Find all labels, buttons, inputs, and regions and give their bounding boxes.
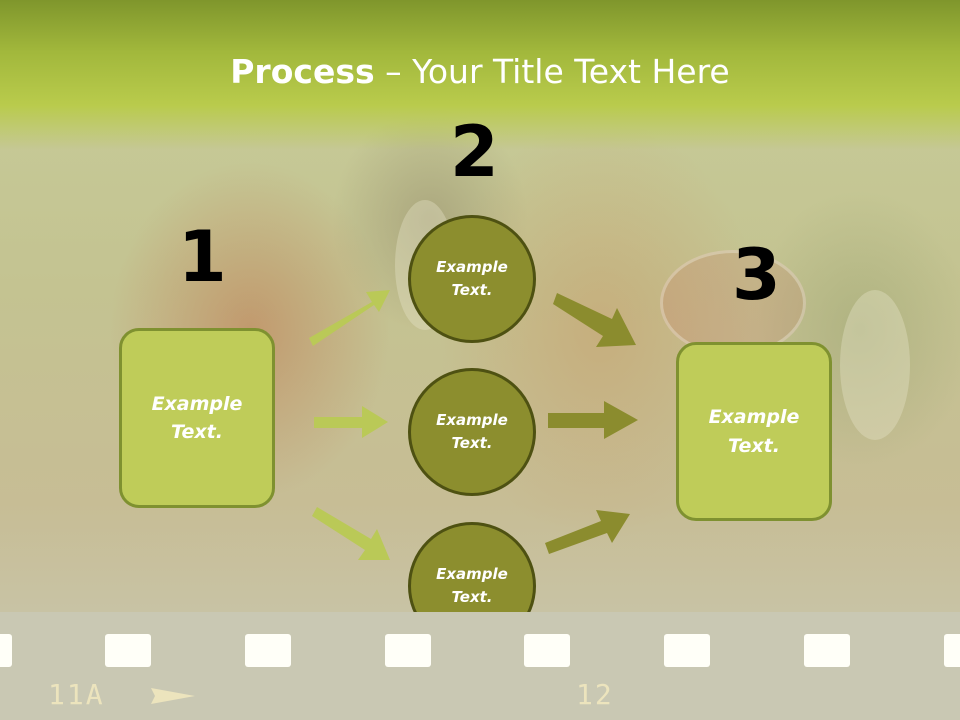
film-hole xyxy=(385,634,431,667)
circle-top-text: Example Text. xyxy=(436,257,508,299)
step-1-box[interactable]: Example Text. xyxy=(119,328,275,508)
arrow-right-up xyxy=(545,510,630,554)
title-bold: Process xyxy=(230,52,375,91)
arrow-left-middle xyxy=(314,406,388,438)
film-label-left: 11A xyxy=(48,678,105,711)
arrow-left-down xyxy=(312,507,390,560)
arrow-left-up xyxy=(309,290,390,346)
arrow-right-middle xyxy=(548,401,638,439)
title-band xyxy=(0,0,960,150)
film-hole xyxy=(245,634,291,667)
film-hole xyxy=(0,634,12,667)
step-number-2: 2 xyxy=(450,111,499,193)
slide-title[interactable]: Process – Your Title Text Here xyxy=(0,52,960,91)
film-hole xyxy=(105,634,151,667)
film-label-right: 12 xyxy=(576,678,614,711)
circle-middle[interactable]: Example Text. xyxy=(408,368,536,496)
film-hole xyxy=(664,634,710,667)
step-number-3: 3 xyxy=(732,234,781,316)
step-1-text: Example Text. xyxy=(151,392,243,444)
step-number-1: 1 xyxy=(178,216,227,298)
film-hole xyxy=(944,634,960,667)
step-3-box[interactable]: Example Text. xyxy=(676,342,832,521)
step-3-text: Example Text. xyxy=(708,406,800,457)
circle-bottom-text: Example Text. xyxy=(436,564,508,606)
background-headphone-right xyxy=(840,290,910,440)
circle-middle-text: Example Text. xyxy=(436,410,508,452)
film-arrow-icon xyxy=(151,688,195,704)
film-strip: 11A 12 xyxy=(0,612,960,720)
film-hole xyxy=(524,634,570,667)
circle-top[interactable]: Example Text. xyxy=(408,215,536,343)
film-hole xyxy=(804,634,850,667)
title-rest: – Your Title Text Here xyxy=(374,52,730,91)
arrow-right-down xyxy=(553,293,636,347)
